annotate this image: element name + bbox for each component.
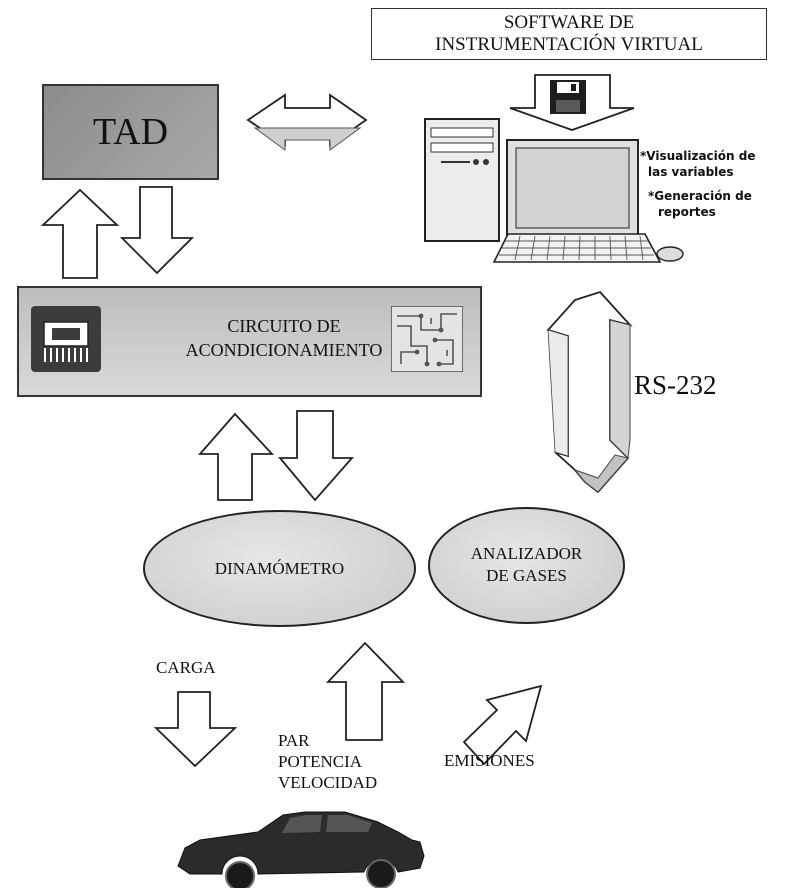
rs232-double-arrow — [546, 290, 633, 494]
note-generacion-line1: *Generación de — [648, 189, 752, 203]
velocidad-label: VELOCIDAD — [278, 773, 378, 792]
tad-box: TAD — [42, 84, 219, 180]
note-generacion: *Generación de reportes — [648, 188, 752, 220]
analizador-line2: DE GASES — [486, 566, 567, 585]
dyno-up-arrow — [198, 412, 275, 501]
circuit-label: CIRCUITO DE ACONDICIONAMIENTO — [174, 314, 394, 362]
circuit-label-line2: ACONDICIONAMIENTO — [185, 340, 383, 360]
par-up-arrow — [325, 641, 406, 741]
dyno-down-arrow — [278, 410, 354, 502]
car-icon — [177, 811, 425, 888]
note-visualizacion-line1: *Visualización de — [640, 149, 756, 163]
par-label: PAR — [278, 731, 310, 750]
emisiones-label: EMISIONES — [444, 751, 535, 770]
note-generacion-line2: reportes — [658, 205, 716, 219]
dinamometro-ellipse: DINAMÓMETRO — [143, 510, 416, 627]
carga-label: CARGA — [156, 658, 216, 677]
analizador-ellipse: ANALIZADOR DE GASES — [428, 507, 625, 624]
potencia-label: POTENCIA — [278, 752, 363, 771]
software-box: SOFTWARE DE INSTRUMENTACIÓN VIRTUAL — [371, 8, 767, 60]
tad-label: TAD — [92, 111, 169, 153]
software-box-line1: SOFTWARE DE — [503, 12, 635, 33]
desktop-computer-icon — [424, 118, 684, 263]
rs232-label: RS-232 — [634, 370, 717, 400]
dinamometro-label: DINAMÓMETRO — [214, 559, 345, 578]
tad-computer-double-arrow — [246, 93, 368, 151]
note-visualizacion-line2: las variables — [648, 165, 734, 179]
emisiones-diagonal-arrow — [462, 684, 543, 766]
note-visualizacion: *Visualización de las variables — [640, 148, 755, 180]
carga-down-arrow — [153, 691, 238, 768]
par-potencia-velocidad-label: PAR POTENCIA VELOCIDAD — [278, 730, 377, 793]
floppy-disk-icon — [550, 80, 586, 114]
circuit-label-line1: CIRCUITO DE — [227, 316, 341, 336]
tad-up-arrow — [40, 188, 120, 279]
circuit-board-icon — [391, 306, 463, 372]
analizador-line1: ANALIZADOR — [470, 544, 583, 563]
software-box-line2: INSTRUMENTACIÓN VIRTUAL — [435, 34, 703, 55]
tad-down-arrow — [119, 186, 195, 275]
circuit-box: CIRCUITO DE ACONDICIONAMIENTO — [17, 286, 482, 397]
chip-icon — [31, 306, 101, 372]
